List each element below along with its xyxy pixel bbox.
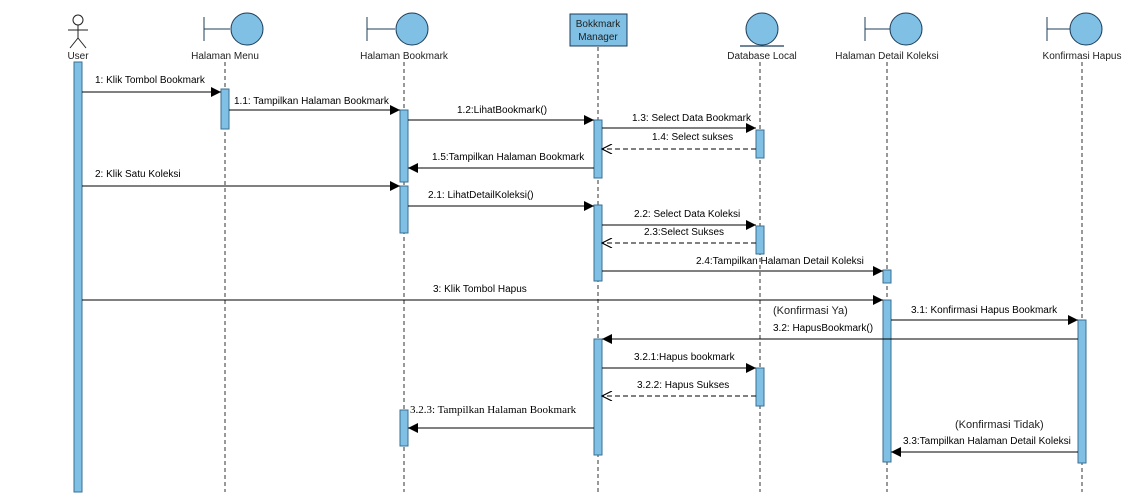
manager-label-line1: Bokkmark: [576, 19, 621, 30]
activation-bookmark-3: [399, 409, 409, 447]
lifeline-user: User: [67, 14, 89, 62]
message-label: 1.3: Select Data Bookmark: [632, 113, 752, 124]
message-label: 1.2:LihatBookmark(): [457, 105, 547, 116]
message-label: 3.3:Tampilkan Halaman Detail Koleksi: [903, 436, 1071, 447]
actor-icon: [68, 14, 88, 49]
lifeline-user-label: User: [67, 51, 89, 62]
message-label: 1.1: Tampilkan Halaman Bookmark: [234, 96, 390, 107]
lifeline-halaman-menu: Halaman Menu: [191, 12, 264, 62]
lifeline-database-local: Database Local: [727, 12, 797, 62]
boundary-icon: [366, 12, 429, 46]
activation-user: [73, 61, 83, 493]
boundary-icon: [203, 12, 264, 46]
message-label: 2.4:Tampilkan Halaman Detail Koleksi: [696, 256, 864, 267]
condition-label: (Konfirmasi Ya): [773, 305, 848, 317]
activation-detail-2: [882, 299, 892, 463]
activation-bookmark-1: [399, 109, 409, 183]
activation-bookmark-2: [399, 185, 409, 234]
boundary-icon: [1046, 12, 1103, 46]
message-label: 3.2.1:Hapus bookmark: [634, 352, 736, 363]
condition-label: (Konfirmasi Tidak): [955, 419, 1044, 431]
activation-manager-2: [593, 204, 603, 282]
message-label: 1.4: Select sukses: [652, 132, 733, 143]
activation-db-2: [755, 225, 765, 255]
lifeline-halaman-detail: Halaman Detail Koleksi: [835, 12, 939, 62]
activation-db-1: [755, 129, 765, 159]
message-label: 2: Klik Satu Koleksi: [95, 169, 181, 180]
message-label: 1.5:Tampilkan Halaman Bookmark: [432, 152, 585, 163]
activation-manager-1: [593, 119, 603, 179]
activation-detail-1: [882, 269, 892, 284]
message-label: 3.2.2: Hapus Sukses: [637, 380, 729, 391]
activation-konfirmasi: [1077, 319, 1087, 464]
lifeline-menu-label: Halaman Menu: [191, 51, 259, 62]
manager-label-line2: Manager: [578, 32, 618, 43]
message-label: 3: Klik Tombol Hapus: [433, 284, 527, 295]
lifeline-konfirmasi-hapus: Konfirmasi Hapus: [1043, 12, 1122, 62]
lifeline-konfirmasi-label: Konfirmasi Hapus: [1043, 51, 1122, 62]
lifeline-detail-label: Halaman Detail Koleksi: [835, 51, 938, 62]
activation-manager-3: [593, 338, 603, 456]
message-label: 2.3:Select Sukses: [644, 227, 724, 238]
lifeline-db-label: Database Local: [727, 51, 797, 62]
message-label: 2.2: Select Data Koleksi: [634, 209, 740, 220]
entity-icon: [740, 12, 784, 47]
boundary-icon: [864, 12, 923, 46]
lifeline-bookmark-label: Halaman Bookmark: [360, 51, 449, 62]
message-label: 3.1: Konfirmasi Hapus Bookmark: [911, 305, 1058, 316]
lifeline-bookmark-manager: Bokkmark Manager: [569, 13, 628, 47]
message-label: 3.2.3: Tampilkan Halaman Bookmark: [410, 404, 577, 416]
message-label: 1: Klik Tombol Bookmark: [95, 75, 206, 86]
activation-db-3: [755, 367, 765, 407]
lifeline-halaman-bookmark: Halaman Bookmark: [360, 12, 449, 62]
message-label: 2.1: LihatDetailKoleksi(): [428, 190, 534, 201]
activation-menu: [220, 88, 230, 130]
message-label: 3.2: HapusBookmark(): [773, 323, 873, 334]
manager-box: [569, 13, 628, 47]
